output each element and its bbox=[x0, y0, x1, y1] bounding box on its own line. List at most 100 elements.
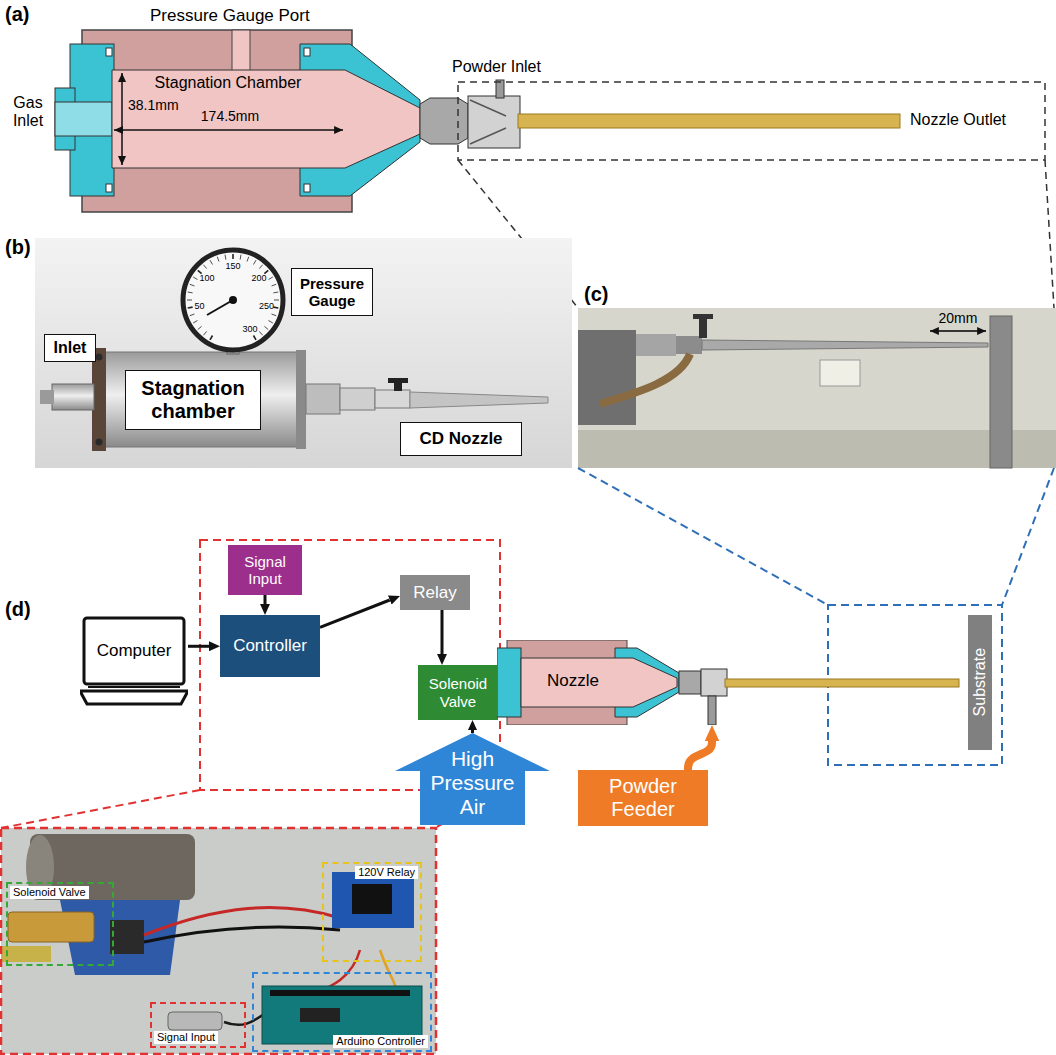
inlet-fitting bbox=[40, 390, 54, 404]
cd-nozzle bbox=[410, 392, 548, 408]
photo-ground bbox=[35, 238, 572, 468]
detail-box bbox=[458, 82, 1045, 160]
gauge-tick bbox=[254, 260, 257, 264]
fitting bbox=[636, 334, 676, 356]
length-dimension bbox=[114, 129, 343, 131]
connector-arrow bbox=[471, 730, 474, 733]
feeder-box: Powder Feeder bbox=[578, 770, 708, 826]
gauge-ticks bbox=[187, 254, 279, 340]
photo-callout: Pressure Gauge bbox=[291, 268, 373, 316]
o-ring bbox=[106, 184, 112, 192]
gauge-tick bbox=[225, 255, 227, 260]
gauge-tick bbox=[273, 292, 278, 294]
pin-header bbox=[270, 990, 410, 996]
dial-number: 300 bbox=[242, 324, 257, 334]
connector-arrow bbox=[441, 610, 444, 654]
nozzle-tube bbox=[702, 340, 988, 350]
process-box: Relay bbox=[400, 575, 470, 610]
setup-photo bbox=[35, 238, 572, 468]
substrate-bar: Substrate bbox=[968, 615, 992, 750]
hex-fitting bbox=[679, 671, 701, 694]
photo-ground bbox=[1, 828, 436, 1054]
connector-arrow bbox=[320, 600, 390, 627]
chamber-block bbox=[102, 352, 302, 447]
photo-region: Arduino Controller bbox=[252, 972, 432, 1052]
node-text: Solenoid Valve bbox=[424, 675, 492, 710]
holder-bore bbox=[470, 100, 506, 144]
part-label: Gas Inlet bbox=[3, 94, 53, 131]
dimension-label: 20mm bbox=[939, 310, 978, 326]
hex-fitting bbox=[420, 98, 468, 144]
bolt bbox=[96, 354, 103, 361]
gauge-tick bbox=[273, 306, 278, 308]
inlet-knob bbox=[699, 318, 707, 338]
node-text: Relay bbox=[413, 583, 456, 603]
detail-leader bbox=[1045, 160, 1054, 308]
connector-arrow bbox=[264, 595, 267, 604]
gauge-hub bbox=[229, 296, 237, 304]
laptop-outline bbox=[80, 615, 188, 707]
bolt bbox=[96, 439, 103, 446]
gauge-tick bbox=[272, 284, 277, 286]
gauge-tick bbox=[259, 331, 262, 335]
node-text: Arduino Controller bbox=[333, 1035, 428, 1048]
zoom-leader bbox=[1, 790, 200, 828]
o-ring bbox=[304, 184, 310, 192]
panel-letter: (b) bbox=[5, 236, 31, 259]
node-text: Pressure Gauge bbox=[297, 275, 367, 310]
standoff-dimension bbox=[930, 330, 986, 332]
gauge-tick bbox=[240, 255, 242, 260]
powder-inlet-holder bbox=[468, 96, 520, 148]
inset-frame bbox=[1, 828, 436, 1054]
photo-region: Solenoid Valve bbox=[6, 882, 114, 966]
node-text: High Pressure Air bbox=[421, 747, 525, 819]
photo-region: Signal Input bbox=[150, 1002, 246, 1048]
node-text: Signal Input bbox=[234, 553, 296, 588]
wire bbox=[144, 927, 340, 942]
panel-letter: (c) bbox=[584, 283, 608, 306]
photo-bench bbox=[578, 430, 1056, 468]
valve-box: Solenoid Valve bbox=[418, 665, 498, 720]
dial-number: 250 bbox=[259, 301, 274, 311]
zoom-leader bbox=[1002, 468, 1054, 605]
inlet-fitting bbox=[52, 384, 94, 410]
nozzle-assembly: Nozzle bbox=[497, 640, 960, 725]
gauge-tick bbox=[232, 254, 234, 259]
gauge-tick bbox=[190, 314, 195, 316]
inlet-bore bbox=[55, 102, 112, 136]
zoom-leader bbox=[578, 468, 828, 605]
gauge-tick bbox=[188, 306, 193, 308]
relay-block bbox=[352, 884, 392, 914]
node-text: 120V Relay bbox=[355, 866, 418, 879]
wall-outlet bbox=[820, 360, 860, 386]
dial-number: 200 bbox=[251, 273, 266, 283]
node-text: Controller bbox=[233, 636, 307, 656]
laptop-screen bbox=[84, 618, 184, 684]
photo-callout: CD Nozzle bbox=[400, 422, 522, 456]
gauge-tick bbox=[198, 326, 202, 329]
fitting bbox=[676, 336, 702, 354]
nozzle-tube bbox=[725, 679, 959, 687]
computer-icon: Computer bbox=[80, 615, 188, 707]
bnc-connector bbox=[168, 1012, 222, 1030]
wire bbox=[144, 908, 340, 935]
panel-letter: (a) bbox=[5, 3, 29, 26]
dial-number: 100 bbox=[199, 273, 214, 283]
dial-number: 50 bbox=[194, 301, 204, 311]
connector-arrow bbox=[188, 645, 209, 648]
process-box: Signal Input bbox=[228, 545, 302, 595]
gauge-tick bbox=[269, 277, 273, 280]
gauge-tick bbox=[259, 265, 262, 269]
inlet-knob bbox=[394, 382, 402, 391]
gauge-port-bore bbox=[232, 30, 250, 72]
gauge-tick bbox=[210, 336, 213, 340]
block-arrow: High Pressure Air bbox=[395, 733, 550, 825]
nozzle-tube bbox=[518, 114, 900, 128]
photo-callout: Inlet bbox=[44, 334, 96, 362]
panel-letter: (d) bbox=[5, 598, 31, 621]
gauge-tick bbox=[217, 257, 219, 262]
fitting bbox=[340, 388, 375, 410]
